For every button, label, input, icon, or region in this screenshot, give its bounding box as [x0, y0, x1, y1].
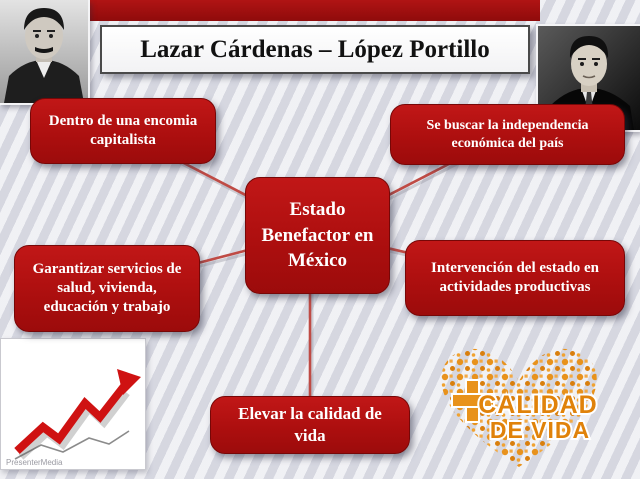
hair: [569, 36, 609, 58]
node-label: Estado Benefactor en México: [261, 199, 374, 272]
plus-icon: [451, 379, 495, 423]
node-elevar-calidad: Elevar la calidad de vida: [210, 396, 410, 454]
node-garantizar-servicios: Garantizar servicios de salud, vivienda,…: [14, 245, 200, 332]
face: [571, 42, 607, 86]
mustache: [35, 47, 53, 53]
calidad-de-vida-heart: CALIDAD DE VIDA: [426, 328, 612, 474]
node-label: Dentro de una encomia capitalista: [48, 112, 198, 148]
shirt-collar: [36, 60, 52, 78]
heart-shape: [441, 348, 597, 467]
node-label: Se buscar la independencia económica del…: [426, 117, 589, 151]
red-arrow-line: [14, 382, 129, 454]
node-independencia-economica: Se buscar la independencia económica del…: [390, 104, 625, 165]
top-red-bar: [88, 0, 540, 21]
arrow-shadow: [18, 390, 130, 460]
pencil-scribble: [14, 430, 130, 460]
watermark: PresenterMedia: [6, 458, 63, 467]
portrait-lazaro-cardenas: [0, 0, 90, 105]
red-arrow-head: [117, 369, 141, 395]
rising-chart-image: PresenterMedia: [0, 338, 146, 470]
title-banner: Lazar Cárdenas – López Portillo: [100, 25, 530, 74]
node-economia-capitalista: Dentro de una encomia capitalista: [30, 98, 216, 164]
hair: [24, 8, 64, 30]
slide-title: Lazar Cárdenas – López Portillo: [140, 35, 490, 63]
node-label: Intervención del estado en actividades p…: [431, 259, 599, 295]
suit: [4, 60, 84, 103]
node-estado-benefactor: Estado Benefactor en México: [245, 177, 390, 294]
node-label: Garantizar servicios de salud, vivienda,…: [32, 260, 182, 316]
face: [25, 13, 63, 59]
heart-text-line1: CALIDAD: [478, 391, 598, 419]
node-intervencion-estado: Intervención del estado en actividades p…: [405, 240, 625, 316]
node-label: Elevar la calidad de vida: [238, 404, 382, 445]
heart-text-line2: DE VIDA: [490, 417, 590, 443]
